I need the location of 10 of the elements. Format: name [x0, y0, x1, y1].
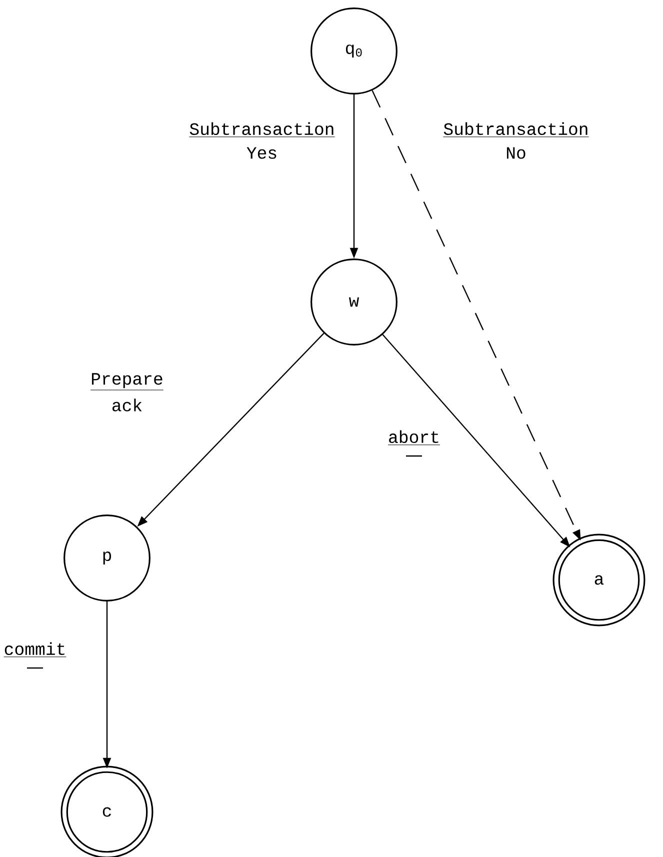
accepting-state: a [552, 534, 646, 626]
edge-label: abort [388, 430, 440, 446]
output-label: No [506, 147, 526, 159]
edge-label: Subtransaction [442, 122, 590, 138]
output-label: ack [112, 398, 142, 412]
edge-label: Subtransaction [188, 122, 336, 138]
edge-label: commit [4, 642, 66, 658]
edge-label: Prepare [90, 373, 164, 390]
accepting-state: c [60, 766, 154, 857]
output-label: Yes [246, 147, 276, 159]
